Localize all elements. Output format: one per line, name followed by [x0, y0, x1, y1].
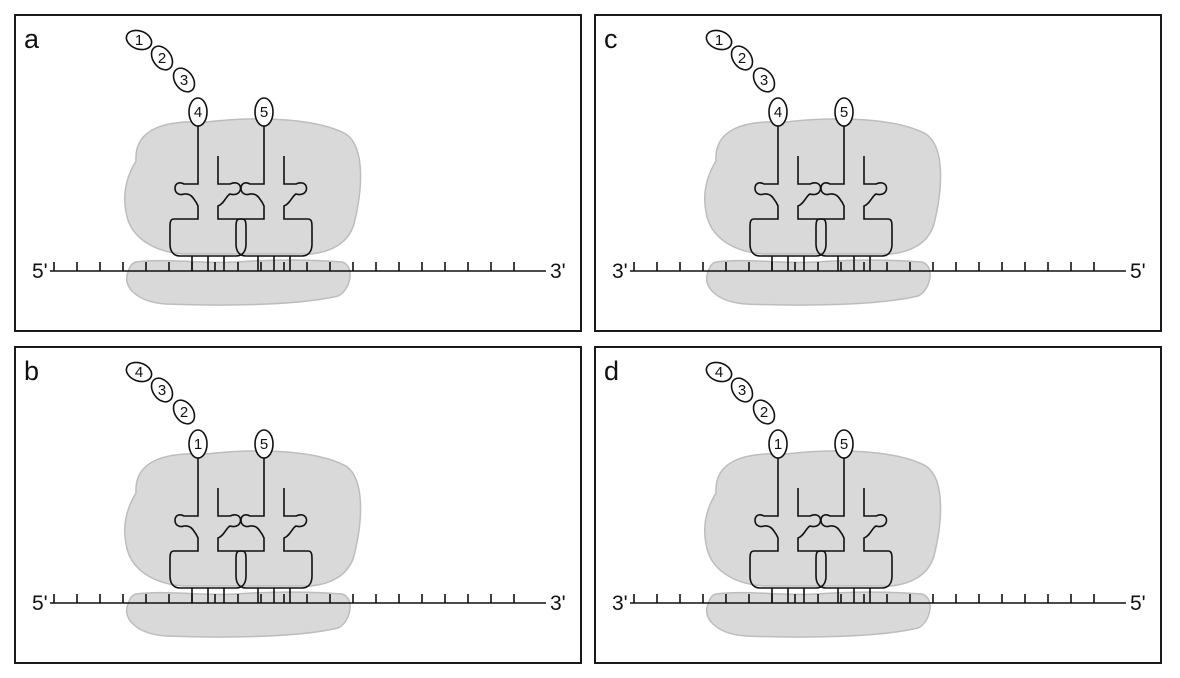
amino-acid-1: 1	[189, 430, 207, 458]
svg-text:1: 1	[194, 436, 202, 453]
svg-text:3: 3	[738, 382, 746, 399]
svg-text:1: 1	[135, 32, 143, 49]
panel-label: d	[604, 356, 619, 386]
amino-acid-1: 1	[124, 27, 155, 53]
amino-acid-incoming: 5	[255, 430, 273, 458]
amino-acid-2: 2	[147, 42, 177, 74]
ribosome-large-subunit	[705, 451, 941, 586]
amino-acid-4: 4	[124, 359, 155, 385]
amino-acid-incoming: 5	[255, 98, 273, 126]
svg-text:5: 5	[840, 104, 848, 121]
amino-acid-2: 2	[749, 396, 779, 428]
amino-acid-4: 4	[189, 98, 207, 126]
ribosome-large-subunit	[125, 119, 361, 254]
amino-acid-3: 3	[727, 374, 757, 406]
amino-acid-2: 2	[169, 396, 199, 428]
panel-label: c	[604, 24, 618, 54]
svg-text:4: 4	[194, 104, 202, 121]
svg-text:4: 4	[715, 364, 723, 381]
amino-acid-incoming: 5	[835, 430, 853, 458]
svg-text:5: 5	[260, 436, 268, 453]
amino-acid-1: 1	[769, 430, 787, 458]
mrna-right-end-label: 3'	[550, 260, 566, 283]
svg-text:2: 2	[158, 50, 166, 67]
amino-acid-3: 3	[147, 374, 177, 406]
panel-label: b	[24, 356, 39, 386]
amino-acid-1: 1	[704, 27, 735, 53]
mrna-left-end-label: 5'	[32, 592, 48, 615]
svg-text:5: 5	[840, 436, 848, 453]
amino-acid-3: 3	[749, 64, 779, 96]
mrna-left-end-label: 3'	[612, 592, 628, 615]
mrna-left-end-label: 3'	[612, 260, 628, 283]
svg-text:5: 5	[260, 104, 268, 121]
svg-text:2: 2	[738, 50, 746, 67]
svg-text:3: 3	[158, 382, 166, 399]
svg-text:4: 4	[135, 364, 143, 381]
ribosome-large-subunit	[125, 451, 361, 586]
mrna-right-end-label: 3'	[550, 592, 566, 615]
svg-text:3: 3	[180, 72, 188, 89]
mrna-right-end-label: 5'	[1130, 260, 1146, 283]
amino-acid-2: 2	[727, 42, 757, 74]
svg-text:1: 1	[774, 436, 782, 453]
svg-text:3: 3	[760, 72, 768, 89]
svg-text:4: 4	[774, 104, 782, 121]
amino-acid-4: 4	[704, 359, 735, 385]
ribosome-large-subunit	[705, 119, 941, 254]
mrna-left-end-label: 5'	[32, 260, 48, 283]
svg-text:1: 1	[715, 32, 723, 49]
panel-label: a	[24, 24, 40, 54]
svg-text:2: 2	[760, 404, 768, 421]
amino-acid-4: 4	[769, 98, 787, 126]
svg-text:2: 2	[180, 404, 188, 421]
amino-acid-3: 3	[169, 64, 199, 96]
mrna-right-end-label: 5'	[1130, 592, 1146, 615]
amino-acid-incoming: 5	[835, 98, 853, 126]
